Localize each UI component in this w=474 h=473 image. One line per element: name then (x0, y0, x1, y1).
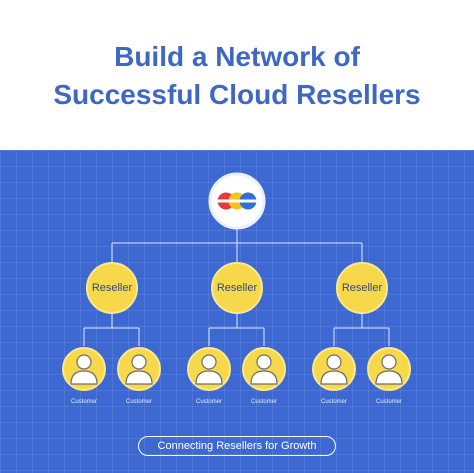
connector-lines (83, 228, 390, 346)
reseller-2-label: Reseller (216, 282, 258, 294)
customer-1b-label: Customer (125, 399, 152, 405)
hub-node (208, 172, 266, 230)
customer-1b-avatar-icon (117, 347, 161, 391)
reseller-2-circle (211, 262, 263, 314)
customer-2a-avatar-icon (187, 347, 231, 391)
customer-2b-label: Customer (250, 399, 277, 405)
customer-3b-avatar-icon (367, 347, 411, 391)
header: Build a Network of Successful Cloud Rese… (0, 0, 474, 150)
customer-avatars (62, 347, 411, 391)
customer-3b-label: Customer (375, 399, 402, 405)
cloud-logo-icon (216, 192, 258, 210)
reseller-1-label: Reseller (91, 282, 133, 294)
tagline-badge: Connecting Resellers for Growth (138, 436, 336, 456)
reseller-3-label: Reseller (341, 282, 383, 294)
page-title-line-1: Build a Network of (114, 41, 360, 72)
tagline-text: Connecting Resellers for Growth (157, 440, 317, 452)
customer-3a-avatar-icon (312, 347, 356, 391)
reseller-3-circle (336, 262, 388, 314)
reseller-1-circle (86, 262, 138, 314)
customer-2a-label: Customer (195, 399, 222, 405)
customer-3a-label: Customer (320, 399, 347, 405)
customer-2b-avatar-icon (242, 347, 286, 391)
customer-1a-label: Customer (70, 399, 97, 405)
customer-1a-avatar-icon (62, 347, 106, 391)
page-title-line-2: Successful Cloud Resellers (53, 79, 421, 110)
